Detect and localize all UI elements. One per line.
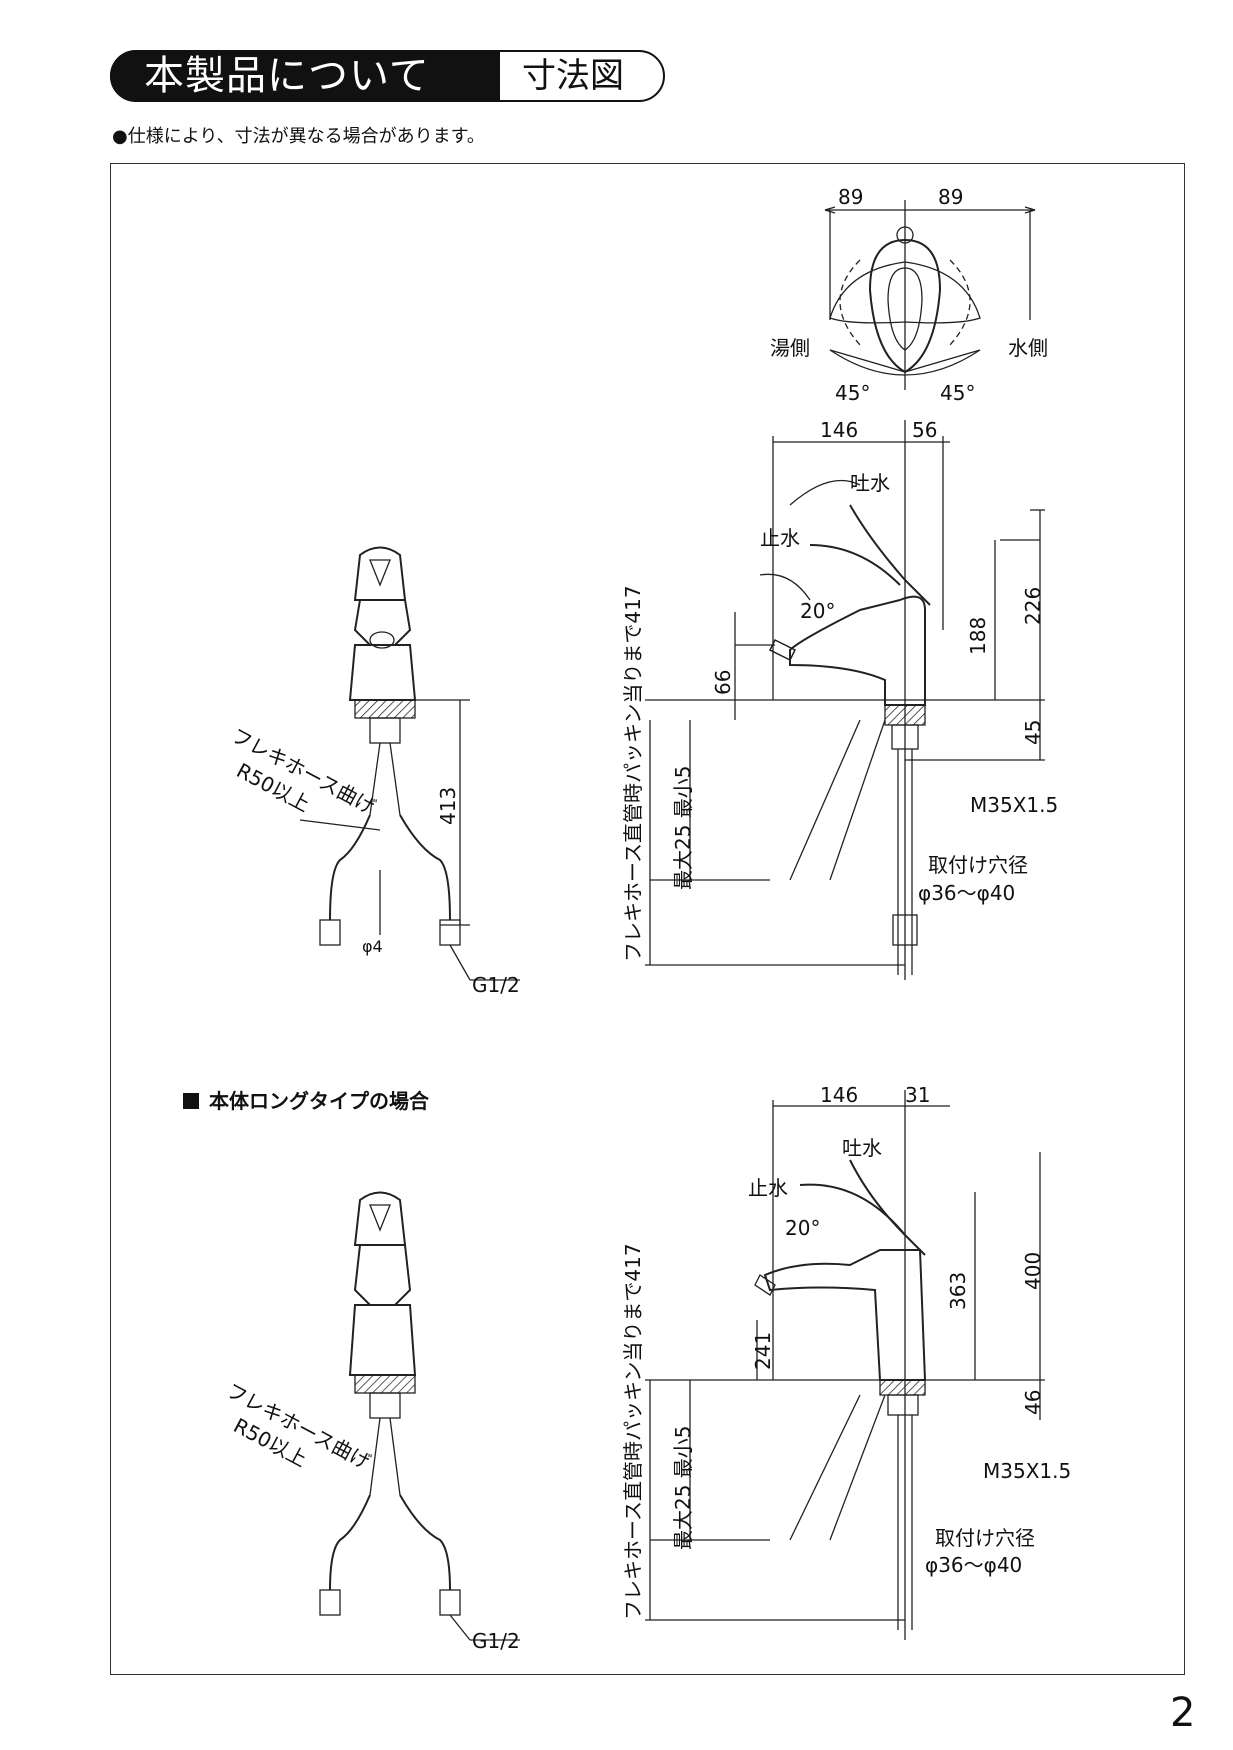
dim-89-left: 89 xyxy=(838,185,863,209)
angle-left: 45° xyxy=(835,381,870,405)
dim-146-long: 146 xyxy=(820,1083,858,1107)
square-bullet-icon xyxy=(183,1093,199,1109)
side-view-long xyxy=(645,1090,1045,1640)
front-view-long xyxy=(319,1191,520,1641)
dim-188: 188 xyxy=(966,617,990,655)
section-header: 本製品について 寸法図 xyxy=(110,50,665,102)
hole-label-top: 取付け穴径 xyxy=(928,853,1028,877)
dim-66: 66 xyxy=(711,670,735,695)
spout-label-top: 吐水 xyxy=(850,471,890,495)
g12-top: G1/2 xyxy=(472,973,520,997)
dim-146-top: 146 xyxy=(820,418,858,442)
plan-view xyxy=(824,200,1036,390)
thread-top: M35X1.5 xyxy=(970,793,1058,817)
hole-label-long: 取付け穴径 xyxy=(935,1526,1035,1550)
spec-note: ●仕様により、寸法が異なる場合があります。 xyxy=(112,126,485,147)
thickness-long: 最大25 最小5 xyxy=(671,1425,695,1550)
dim-400: 400 xyxy=(1021,1252,1045,1290)
dim-45: 45 xyxy=(1021,720,1045,745)
hole-value-top: φ36～φ40 xyxy=(918,881,1015,905)
stop-label-long: 止水 xyxy=(748,1176,788,1200)
spout-label-long: 吐水 xyxy=(842,1136,882,1160)
phi4-label: φ4 xyxy=(362,937,383,956)
long-type-title-text: 本体ロングタイプの場合 xyxy=(209,1089,429,1113)
hot-side-label: 湯側 xyxy=(770,336,810,360)
cold-side-label: 水側 xyxy=(1008,336,1048,360)
dim-363: 363 xyxy=(946,1272,970,1310)
drawing-frame xyxy=(110,163,1185,1675)
dim-31: 31 xyxy=(905,1083,930,1107)
thickness-top: 最大25 最小5 xyxy=(671,765,695,890)
long-type-title: 本体ロングタイプの場合 xyxy=(183,1085,429,1114)
dim-46: 46 xyxy=(1021,1390,1045,1415)
g12-long: G1/2 xyxy=(472,1629,520,1653)
dim-241: 241 xyxy=(751,1332,775,1370)
page-number: 2 xyxy=(1170,1690,1196,1736)
dim-56: 56 xyxy=(912,418,937,442)
header-subtitle: 寸法図 xyxy=(522,56,624,96)
angle-right: 45° xyxy=(940,381,975,405)
header-title: 本製品について xyxy=(110,50,500,102)
front-view-top xyxy=(299,546,520,981)
angle-20-long: 20° xyxy=(785,1216,820,1240)
dim-226: 226 xyxy=(1021,587,1045,625)
dim-89-right: 89 xyxy=(938,185,963,209)
dim-413: 413 xyxy=(436,787,460,825)
stop-label-top: 止水 xyxy=(760,526,800,550)
hose-note-long: フレキホース直管時パッキン当りまで417 xyxy=(621,1243,645,1620)
side-view-top xyxy=(645,420,1045,980)
thread-long: M35X1.5 xyxy=(983,1459,1071,1483)
angle-20-top: 20° xyxy=(800,599,835,623)
hole-value-long: φ36～φ40 xyxy=(925,1553,1022,1577)
hose-note-top: フレキホース直管時パッキン当りまで417 xyxy=(621,585,645,962)
